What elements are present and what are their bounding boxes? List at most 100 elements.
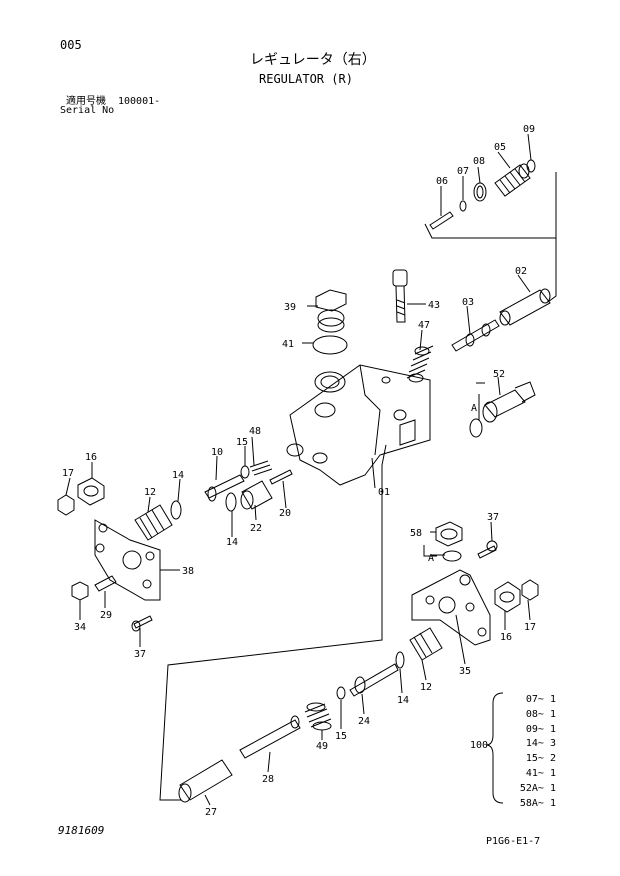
part-24-spool — [349, 663, 399, 697]
group-line-upper — [424, 172, 557, 239]
group-line-lower — [159, 444, 387, 801]
part-39-plug — [315, 289, 347, 333]
part-41-oring — [312, 335, 348, 355]
part-10-spool — [204, 474, 245, 502]
kit-item: 14~ 3 — [525, 738, 556, 750]
document-id: 9181609 — [58, 824, 105, 837]
callout-28: 28 — [262, 774, 274, 785]
kit-item: 15~ 2 — [525, 753, 556, 765]
callout-07: 07 — [457, 166, 469, 177]
callout-A-upper: A — [471, 403, 477, 414]
part-37-screw-left — [131, 615, 153, 632]
part-14-oring-right — [395, 651, 405, 669]
callout-14-lower: 14 — [226, 537, 238, 548]
callout-48: 48 — [249, 426, 261, 437]
part-52-oring — [469, 418, 483, 438]
callout-12-right: 12 — [420, 682, 432, 693]
serial-label-english: Serial No — [60, 105, 115, 116]
part-34-nut — [71, 581, 89, 601]
kit-item: 52A~ 1 — [519, 782, 556, 794]
part-49-spring — [304, 702, 332, 731]
page-number: 005 — [60, 38, 82, 52]
callout-14: 14 — [172, 470, 184, 481]
part-52-sensor — [482, 381, 536, 423]
callout-41: 41 — [282, 339, 294, 350]
part-29-set-screw — [94, 575, 117, 592]
part-14-oring-upper — [170, 500, 182, 520]
part-14-oring-lower — [225, 492, 237, 512]
part-17-cap — [57, 494, 75, 516]
callout-02: 02 — [515, 266, 527, 277]
part-22-piston — [240, 480, 273, 510]
serial-value: 100001- — [118, 96, 161, 107]
callout-52: 52 — [493, 369, 505, 380]
callout-14-right: 14 — [397, 695, 409, 706]
callout-03: 03 — [462, 297, 474, 308]
group-line-right — [547, 238, 557, 303]
kit-item: 09~ 1 — [525, 723, 556, 735]
page-reference: P1G6-E1-7 — [486, 836, 541, 847]
part-16-nut-right — [494, 581, 521, 613]
serial-label-japanese: 適用号機 — [66, 96, 106, 107]
part-01-housing — [286, 364, 431, 486]
callout-34: 34 — [74, 622, 86, 633]
kit-item: 58A~ 1 — [519, 797, 556, 809]
part-02-sleeve — [499, 288, 551, 326]
part-08-ring — [473, 182, 487, 202]
callout-15: 15 — [236, 437, 248, 448]
part-09-oring — [526, 159, 536, 173]
callout-37-right: 37 — [487, 512, 499, 523]
part-47-spring — [406, 345, 434, 383]
title-japanese: レギュレータ（右） — [250, 52, 376, 68]
callout-15-lower: 15 — [335, 731, 347, 742]
callout-20: 20 — [279, 508, 291, 519]
part-38-cover — [94, 519, 161, 601]
callout-09: 09 — [523, 124, 535, 135]
kit-item: 41~ 1 — [525, 768, 556, 779]
part-12-sleeve-lower — [409, 627, 443, 661]
part-20-pin — [269, 469, 293, 485]
callout-29: 29 — [100, 610, 112, 621]
part-35-cover — [411, 569, 491, 646]
callout-49: 49 — [316, 741, 328, 752]
callout-43: 43 — [428, 300, 440, 311]
part-28-spool — [239, 715, 301, 759]
callout-labels: 01 02 03 05 06 07 08 09 10 12 14 15 16 1… — [62, 124, 536, 818]
part-58-oring — [442, 550, 462, 562]
callout-27: 27 — [205, 807, 217, 818]
part-15-oring — [240, 465, 250, 479]
callout-01: 01 — [378, 487, 390, 498]
callout-06: 06 — [436, 176, 448, 187]
part-17-cap-right — [521, 579, 539, 601]
part-03-spool — [451, 319, 500, 352]
title-english: REGULATOR (R) — [259, 72, 353, 86]
part-07-oring — [459, 200, 467, 212]
part-27-sleeve — [178, 759, 233, 803]
part-43-bolt — [392, 269, 408, 323]
callout-39: 39 — [284, 302, 296, 313]
part-48-spring — [249, 460, 273, 476]
part-37-screw-right — [477, 540, 498, 559]
part-12-sleeve — [134, 504, 173, 541]
part-15-oring-lower — [336, 686, 346, 700]
callout-17: 17 — [62, 468, 74, 479]
kit-item: 08~ 1 — [525, 708, 556, 720]
callout-22: 22 — [250, 523, 262, 534]
kit-number: 100 — [470, 740, 489, 751]
callout-37-left: 37 — [134, 649, 146, 660]
callout-38: 38 — [182, 566, 194, 577]
leader-lines — [65, 133, 532, 806]
callout-12: 12 — [144, 487, 156, 498]
callout-10: 10 — [211, 447, 223, 458]
callout-16: 16 — [85, 452, 97, 463]
callout-24: 24 — [358, 716, 370, 727]
callout-05: 05 — [494, 142, 506, 153]
callout-16-right: 16 — [500, 632, 512, 643]
callout-A-lower: A — [428, 553, 434, 564]
callout-47: 47 — [418, 320, 430, 331]
callout-58: 58 — [410, 528, 422, 539]
part-58-plug — [435, 521, 463, 547]
kit-brace — [485, 692, 504, 804]
callout-35: 35 — [459, 666, 471, 677]
